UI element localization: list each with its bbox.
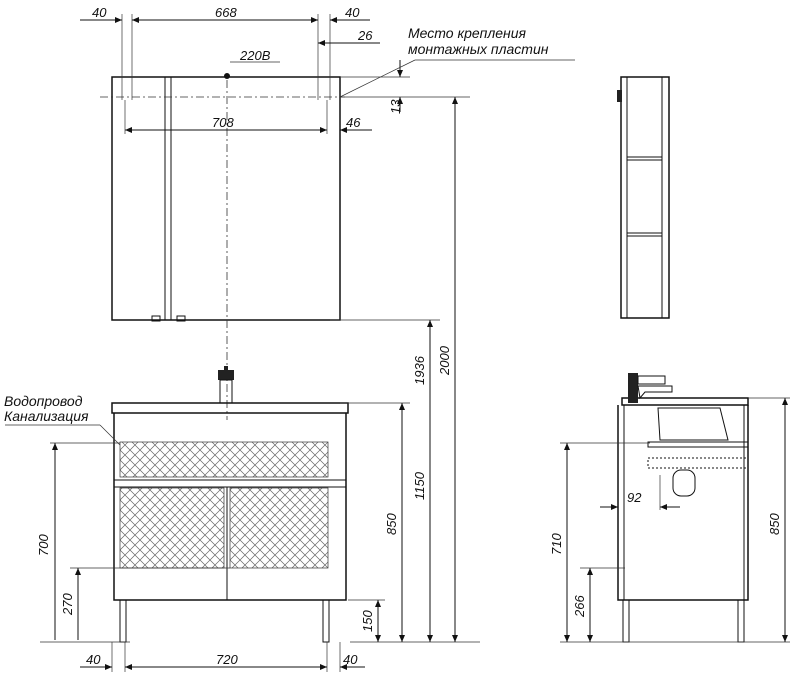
water-label: Водопровод [4, 393, 83, 409]
dim-150: 150 [360, 610, 375, 632]
dim-top-right-40: 40 [345, 5, 360, 20]
mount-label-2: монтажных пластин [408, 41, 549, 57]
right-dimensions [330, 97, 480, 643]
dim-710: 710 [549, 533, 564, 555]
dim-13: 13 [388, 99, 403, 114]
dim-720: 720 [216, 652, 238, 667]
top-dimensions [80, 14, 575, 134]
dim-2000: 2000 [437, 345, 452, 376]
faucet-side-icon [628, 373, 673, 403]
dim-668: 668 [215, 5, 237, 20]
dim-side-850: 850 [767, 513, 782, 535]
mount-label-1: Место крепления [408, 25, 527, 41]
dim-92: 92 [627, 490, 642, 505]
left-dimensions [40, 443, 130, 643]
vanity-side [560, 373, 790, 643]
vanity-front [5, 366, 349, 643]
dim-708: 708 [212, 115, 234, 130]
dim-850: 850 [384, 513, 399, 535]
bottom-dimensions [80, 642, 365, 672]
dim-top-left-40: 40 [92, 5, 107, 20]
mirror-cabinet-side [617, 76, 670, 319]
dim-700: 700 [36, 534, 51, 556]
dim-270: 270 [60, 593, 75, 616]
mirror-cabinet [100, 73, 345, 420]
dim-46: 46 [346, 115, 361, 130]
dim-266: 266 [572, 595, 587, 618]
dim-bottom-left-40: 40 [86, 652, 101, 667]
dim-1150: 1150 [412, 471, 427, 500]
dim-1936: 1936 [412, 355, 427, 385]
dim-bottom-right-40: 40 [343, 652, 358, 667]
power-outlet-icon [224, 73, 230, 79]
faucet-icon [218, 366, 234, 404]
sewer-label: Канализация [4, 408, 89, 424]
power-label: 220В [239, 48, 271, 63]
dim-26: 26 [357, 28, 373, 43]
